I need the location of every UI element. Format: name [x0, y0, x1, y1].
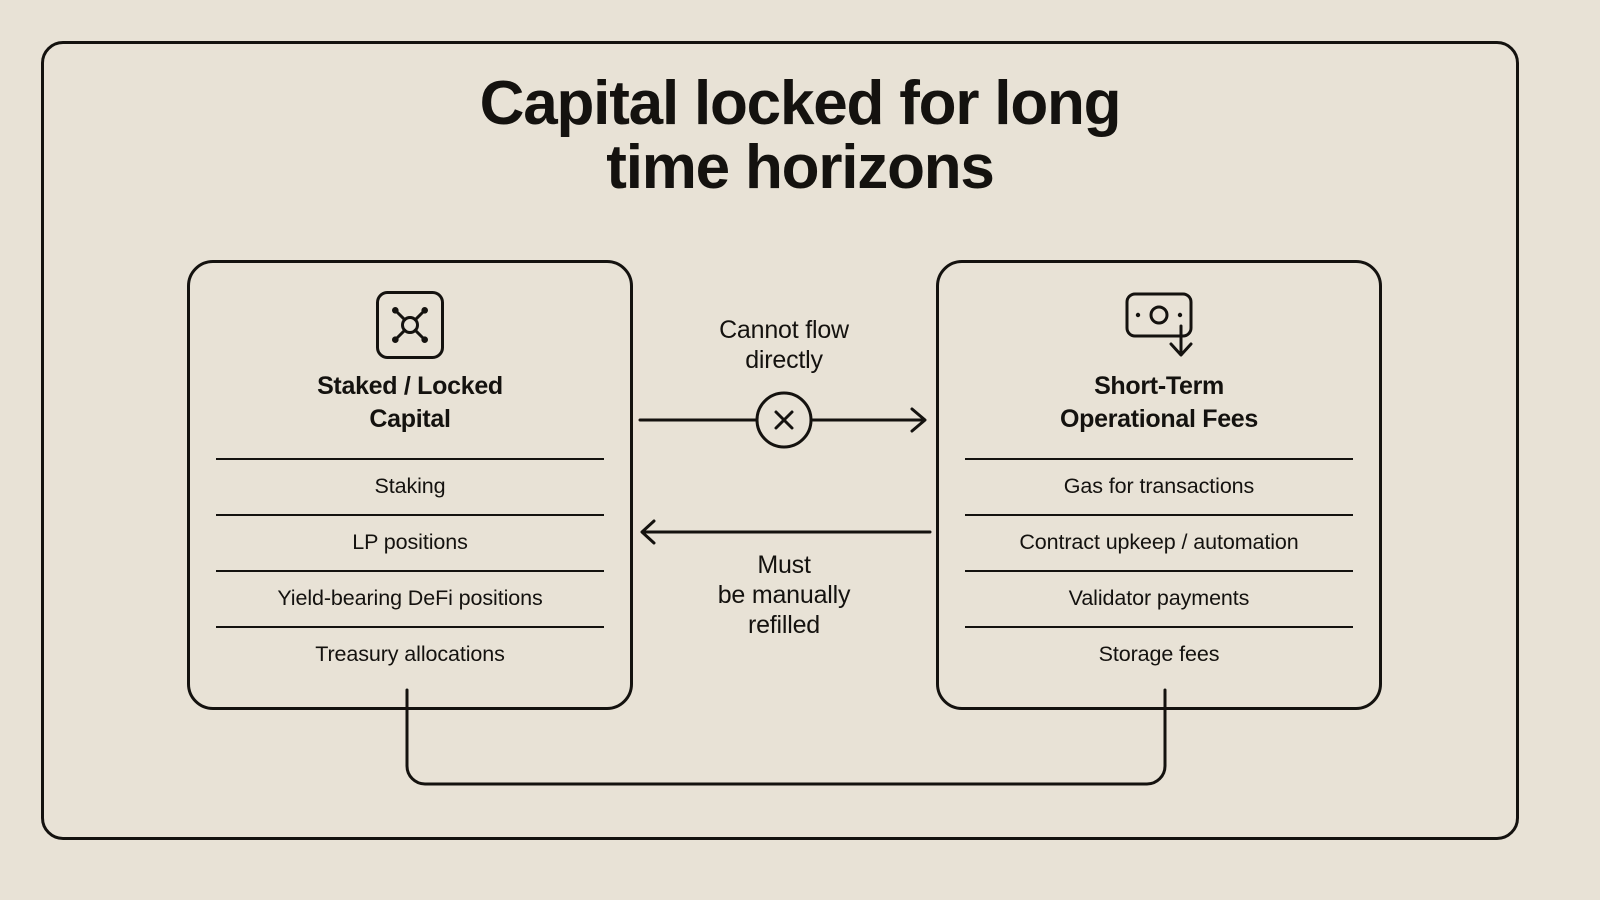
card-heading: Staked / Locked Capital: [216, 370, 604, 436]
list-item[interactable]: Yield-bearing DeFi positions: [216, 570, 604, 626]
label-line-3: refilled: [747, 611, 821, 639]
card-icon-container: [965, 290, 1353, 366]
label-line-2: be manually: [717, 581, 851, 609]
card-heading-line-2: Operational Fees: [1059, 405, 1259, 433]
card-heading-line-1: Staked / Locked: [317, 372, 503, 400]
page-title: Capital locked for long time horizons: [0, 72, 1600, 200]
list-item[interactable]: Storage fees: [965, 626, 1353, 682]
bottom-loop-path: [405, 688, 1167, 786]
list-item[interactable]: Validator payments: [965, 570, 1353, 626]
card-content: Short-Term Operational Fees Gas for tran…: [939, 263, 1379, 682]
card-heading-line-2: Capital: [369, 405, 451, 433]
card-staked-locked-capital[interactable]: Staked / Locked Capital Staking LP posit…: [187, 260, 633, 710]
x-circle-icon: [755, 391, 813, 449]
arrow-right-head: [910, 407, 927, 433]
list-item[interactable]: Staking: [216, 458, 604, 514]
card-content: Staked / Locked Capital Staking LP posit…: [190, 263, 630, 682]
card-short-term-operational-fees[interactable]: Short-Term Operational Fees Gas for tran…: [936, 260, 1382, 710]
card-item-list: Staking LP positions Yield-bearing DeFi …: [216, 458, 604, 682]
label-line-1: Cannot flow: [719, 316, 849, 344]
label-line-1: Must: [757, 551, 811, 579]
label-line-2: directly: [745, 346, 823, 374]
list-item[interactable]: LP positions: [216, 514, 604, 570]
arrow-left-head: [640, 519, 656, 545]
card-heading: Short-Term Operational Fees: [965, 370, 1353, 436]
x-mark-stroke-2: [774, 410, 794, 430]
page-title-line-1: Capital locked for long: [479, 69, 1122, 138]
list-item[interactable]: Gas for transactions: [965, 458, 1353, 514]
card-icon-container: [216, 290, 604, 366]
network-nodes-icon: [376, 291, 444, 359]
card-item-list: Gas for transactions Contract upkeep / a…: [965, 458, 1353, 682]
label-must-be-manually-refilled: Must be manually refilled: [634, 550, 934, 640]
card-heading-line-1: Short-Term: [1094, 372, 1224, 400]
flow-arrows: [638, 391, 932, 545]
cash-inflow-icon: [1125, 292, 1193, 357]
list-item[interactable]: Treasury allocations: [216, 626, 604, 682]
label-cannot-flow-directly: Cannot flow directly: [634, 315, 934, 375]
bottom-loop-connector: [405, 688, 1167, 786]
page-title-line-2: time horizons: [606, 133, 995, 202]
list-item[interactable]: Contract upkeep / automation: [965, 514, 1353, 570]
